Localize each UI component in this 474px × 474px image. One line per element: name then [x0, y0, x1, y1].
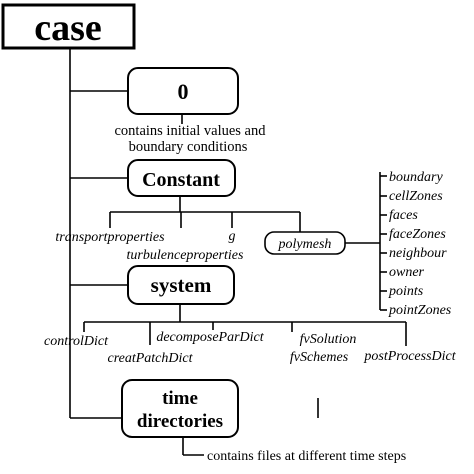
file-neighbour: neighbour — [389, 246, 447, 261]
file-pointZones: pointZones — [388, 303, 452, 318]
directories-label: directories — [137, 411, 223, 432]
constant-box — [127, 159, 236, 197]
zero-box — [127, 67, 239, 115]
zero-node: 0 — [127, 67, 239, 115]
creatPatchDict-label: creatPatchDict — [107, 351, 193, 366]
polymesh-box — [264, 231, 346, 255]
postProcessDict-label: postProcessDict — [363, 349, 456, 364]
file-cellZones: cellZones — [389, 189, 443, 204]
constant-node: Constant — [127, 159, 236, 197]
transportproperties-label: transportproperties — [55, 230, 165, 245]
time-directories-box — [121, 379, 239, 438]
zero-note-line2: boundary conditions — [129, 139, 248, 155]
case-label: case — [34, 7, 102, 49]
fvSolution-label: fvSolution — [300, 332, 357, 347]
connector-lines — [69, 48, 407, 456]
case-box — [1, 3, 136, 50]
file-boundary: boundary — [389, 170, 443, 185]
case-node: case — [1, 3, 136, 50]
controlDict-label: controlDict — [44, 334, 109, 349]
decomposeParDict-label: decomposeParDict — [156, 330, 264, 345]
constant-label: Constant — [142, 169, 220, 191]
fvSchemes-label: fvSchemes — [290, 350, 349, 365]
time-note: contains files at different time steps — [207, 449, 406, 464]
zero-note-line1: contains initial values and — [114, 123, 266, 139]
file-points: points — [388, 284, 424, 299]
time-directories-node: time directories — [121, 379, 239, 438]
file-faces: faces — [389, 208, 418, 223]
system-label: system — [151, 273, 212, 297]
polymesh-node: polymesh — [264, 231, 346, 255]
polymesh-label: polymesh — [278, 237, 332, 252]
turbulenceproperties-label: turbulenceproperties — [127, 248, 244, 263]
system-box — [127, 265, 235, 305]
time-label: time — [162, 388, 198, 409]
system-node: system — [127, 265, 235, 305]
file-owner: owner — [389, 265, 425, 280]
g-label: g — [229, 229, 236, 244]
polymesh-file-list: boundary cellZones faces faceZones neigh… — [388, 170, 452, 318]
file-faceZones: faceZones — [389, 227, 446, 242]
zero-label: 0 — [178, 79, 189, 104]
